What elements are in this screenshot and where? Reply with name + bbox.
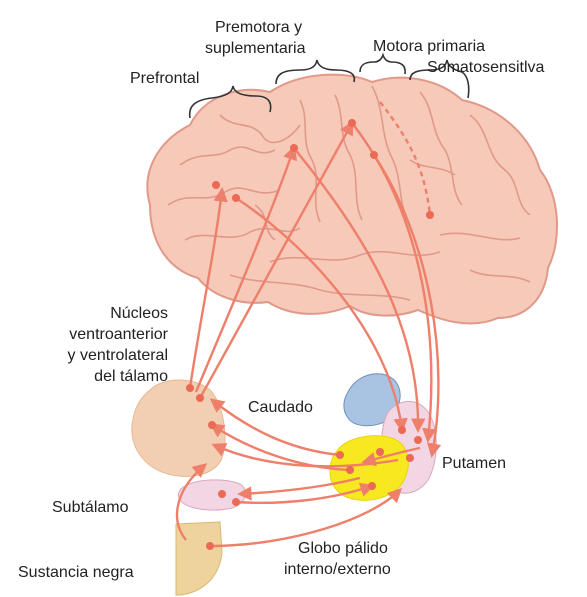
brain-outline	[147, 75, 557, 324]
node-prefrontal-2	[232, 194, 240, 202]
label-sustancia-negra: Sustancia negra	[18, 564, 134, 581]
label-motora-primaria: Motora primaria	[373, 38, 485, 55]
label-putamen: Putamen	[442, 455, 506, 472]
node-thalamus-2	[196, 394, 204, 402]
node-pallidus-2	[346, 466, 354, 474]
node-premotor	[290, 144, 298, 152]
node-somato	[426, 211, 434, 219]
node-prefrontal	[212, 181, 220, 189]
bracket-motora	[360, 55, 405, 74]
label-globo-line2: interno/externo	[284, 561, 391, 578]
node-pallidus-3	[368, 482, 376, 490]
brain-cortex	[147, 75, 557, 324]
node-putamen-2	[414, 436, 422, 444]
label-caudado: Caudado	[248, 399, 313, 416]
node-nigra	[206, 542, 214, 550]
node-subthalamus-1	[218, 490, 226, 498]
node-thalamus-1	[186, 384, 194, 392]
label-nucleos-line4: del tálamo	[94, 368, 168, 385]
node-motor	[348, 119, 356, 127]
label-premotora-line2: suplementaria	[205, 40, 306, 57]
node-motor-2	[370, 151, 378, 159]
substantia-nigra-shape	[176, 522, 222, 595]
label-premotora-line1: Premotora y	[215, 19, 302, 36]
label-nucleos-line2: ventroanterior	[69, 326, 168, 343]
node-pallidus-4	[376, 448, 384, 456]
label-nucleos-line3: y ventrolateral	[68, 347, 169, 364]
node-thalamus-3	[208, 421, 216, 429]
node-putamen-1	[398, 426, 406, 434]
label-somatosensitiva: Somatosensitlva	[427, 59, 544, 76]
label-globo-line1: Globo pálido	[298, 540, 388, 557]
label-nucleos-line1: Núcleos	[110, 305, 168, 322]
label-subtalamo: Subtálamo	[52, 499, 129, 516]
label-prefrontal: Prefrontal	[130, 70, 199, 87]
node-pallidus-1	[336, 451, 344, 459]
node-putamen-3	[406, 454, 414, 462]
node-subthalamus-2	[232, 498, 240, 506]
